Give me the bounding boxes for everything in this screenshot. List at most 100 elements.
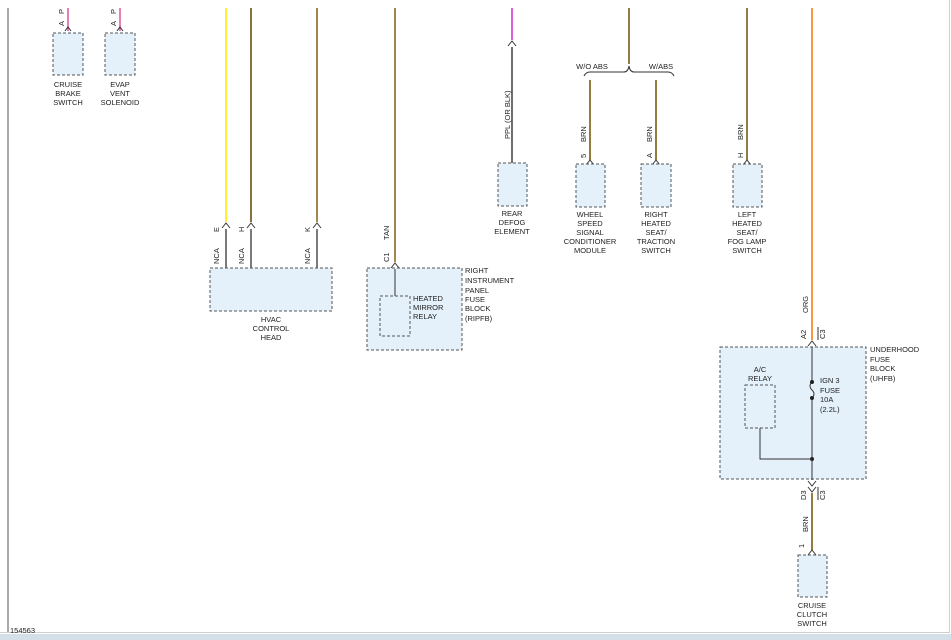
- connector-symbol: [807, 549, 817, 556]
- name-line: SWITCH: [732, 246, 762, 255]
- connector-symbol: [651, 159, 661, 166]
- cruise-clutch-switch[interactable]: BRN 1 CRUISE CLUTCH SWITCH: [797, 493, 828, 628]
- name-line: FUSE: [870, 355, 890, 364]
- name-line: ELEMENT: [494, 227, 530, 236]
- component-box: [640, 163, 672, 208]
- name-line: CRUISE: [798, 601, 826, 610]
- pin-label: C1: [382, 252, 391, 262]
- name-line: SOLENOID: [101, 98, 140, 107]
- right-instrument-panel-fuse-block[interactable]: C1 TAN HEATED MIRROR RELAY RIGHT INSTRUM…: [366, 8, 515, 351]
- name-line: VENT: [110, 89, 130, 98]
- component-box: [52, 32, 84, 76]
- relay-label-line: A/C: [754, 365, 767, 374]
- name-line: PANEL: [465, 286, 489, 295]
- wire-color-label: ORG: [801, 296, 810, 313]
- connector-label: C3: [818, 490, 827, 500]
- pin-label: A2: [799, 330, 808, 339]
- wheel-speed-signal-conditioner-module[interactable]: BRN 5 WHEEL SPEED SIGNAL CONDITIONER MOD…: [564, 80, 617, 255]
- left-heated-seat-fog-lamp-switch[interactable]: BRN H LEFT HEATED SEAT/ FOG LAMP SWITCH: [728, 8, 767, 255]
- relay-wire: [759, 428, 812, 460]
- connector-label: C3: [818, 329, 827, 339]
- wire-color-label: BRN: [579, 126, 588, 142]
- name-line: CLUTCH: [797, 610, 827, 619]
- underhood-fuse-block[interactable]: ORG A2 C3 A/C RELAY IGN 3 FUSE 10A (2.2L…: [719, 8, 920, 500]
- fuse-label-line: (2.2L): [820, 405, 840, 414]
- cruise-brake-switch[interactable]: A P CRUISE BRAKE SWITCH: [52, 8, 84, 107]
- name-line: (UHFB): [870, 374, 896, 383]
- evap-vent-solenoid[interactable]: A P EVAP VENT SOLENOID: [101, 8, 140, 107]
- name-line: HEATED: [732, 219, 762, 228]
- fuse-label-line: FUSE: [820, 386, 840, 395]
- name-line: CONDITIONER: [564, 237, 617, 246]
- wire-color-label: BRN: [801, 516, 810, 532]
- component-box: [797, 554, 828, 598]
- fuse-label-line: 10A: [820, 395, 833, 404]
- name-line: WHEEL: [577, 210, 604, 219]
- name-line: RIGHT: [644, 210, 668, 219]
- name-line: HVAC: [261, 315, 282, 324]
- wire-color-label: BRN: [645, 126, 654, 142]
- connector-symbol: [807, 480, 817, 487]
- name-line: SIGNAL: [576, 228, 604, 237]
- name-line: REAR: [502, 209, 523, 218]
- name-line: BRAKE: [55, 89, 80, 98]
- pin-label: H: [237, 227, 246, 232]
- name-line: BLOCK: [465, 304, 490, 313]
- hvac-control-head[interactable]: E H K NCA NCA NCA HVAC CONTROL HEAD: [209, 8, 333, 342]
- relay-label-line: HEATED: [413, 294, 443, 303]
- name-line: SWITCH: [641, 246, 671, 255]
- name-line: MODULE: [574, 246, 606, 255]
- name-line: CONTROL: [253, 324, 290, 333]
- name-line: SEAT/: [736, 228, 758, 237]
- pin-label: H: [736, 153, 745, 158]
- name-line: HEATED: [641, 219, 671, 228]
- wire-color-label: NCA: [237, 248, 246, 264]
- connector-symbol: [64, 26, 72, 32]
- connector-symbol: [116, 26, 124, 32]
- abs-option-split: W/O ABS W/ABS: [576, 8, 675, 77]
- name-line: FOG LAMP: [728, 237, 767, 246]
- name-line: TRACTION: [637, 237, 675, 246]
- option-brace: [583, 65, 675, 77]
- wire-color-label: NCA: [303, 248, 312, 264]
- name-line: INSTRUMENT: [465, 276, 515, 285]
- connector-symbol: [507, 40, 517, 47]
- wire-color-label: P: [57, 9, 66, 14]
- relay-box: [379, 295, 411, 337]
- wire-color-label: P: [109, 9, 118, 14]
- name-line: EVAP: [110, 80, 129, 89]
- connector-symbol: [221, 222, 231, 229]
- rear-defog-element[interactable]: PPL (OR BLK) REAR DEFOG ELEMENT: [494, 8, 530, 236]
- component-box: [104, 32, 136, 76]
- fuse-label-line: IGN 3: [820, 376, 840, 385]
- relay-label-line: MIRROR: [413, 303, 444, 312]
- name-line: SWITCH: [797, 619, 827, 628]
- splice-dot: [810, 396, 814, 400]
- name-line: DEFOG: [499, 218, 526, 227]
- fuse-symbol: [809, 381, 815, 399]
- option-label-right: W/ABS: [649, 62, 673, 71]
- fuse-block-box: [719, 346, 867, 480]
- connector-symbol: [246, 222, 256, 229]
- name-line: (RIPFB): [465, 314, 493, 323]
- connector-symbol: [807, 486, 817, 493]
- relay-label-line: RELAY: [413, 312, 437, 321]
- name-line: CRUISE: [54, 80, 82, 89]
- connector-symbol: [585, 159, 595, 166]
- wire-color-label: TAN: [382, 226, 391, 240]
- pin-label: A: [109, 21, 118, 26]
- name-line: SWITCH: [53, 98, 83, 107]
- connector-symbol: [390, 262, 400, 269]
- connector-symbol: [742, 159, 752, 166]
- pin-label: 1: [797, 544, 806, 548]
- wire-color-label: PPL (OR BLK): [503, 90, 512, 139]
- name-line: UNDERHOOD: [870, 345, 920, 354]
- component-box: [497, 162, 528, 207]
- pin-label: E: [212, 227, 221, 232]
- right-heated-seat-traction-switch[interactable]: BRN A RIGHT HEATED SEAT/ TRACTION SWITCH: [637, 80, 675, 255]
- name-line: FUSE: [465, 295, 485, 304]
- component-box: [209, 267, 333, 312]
- relay-box: [744, 384, 776, 429]
- splice-dot: [810, 380, 814, 384]
